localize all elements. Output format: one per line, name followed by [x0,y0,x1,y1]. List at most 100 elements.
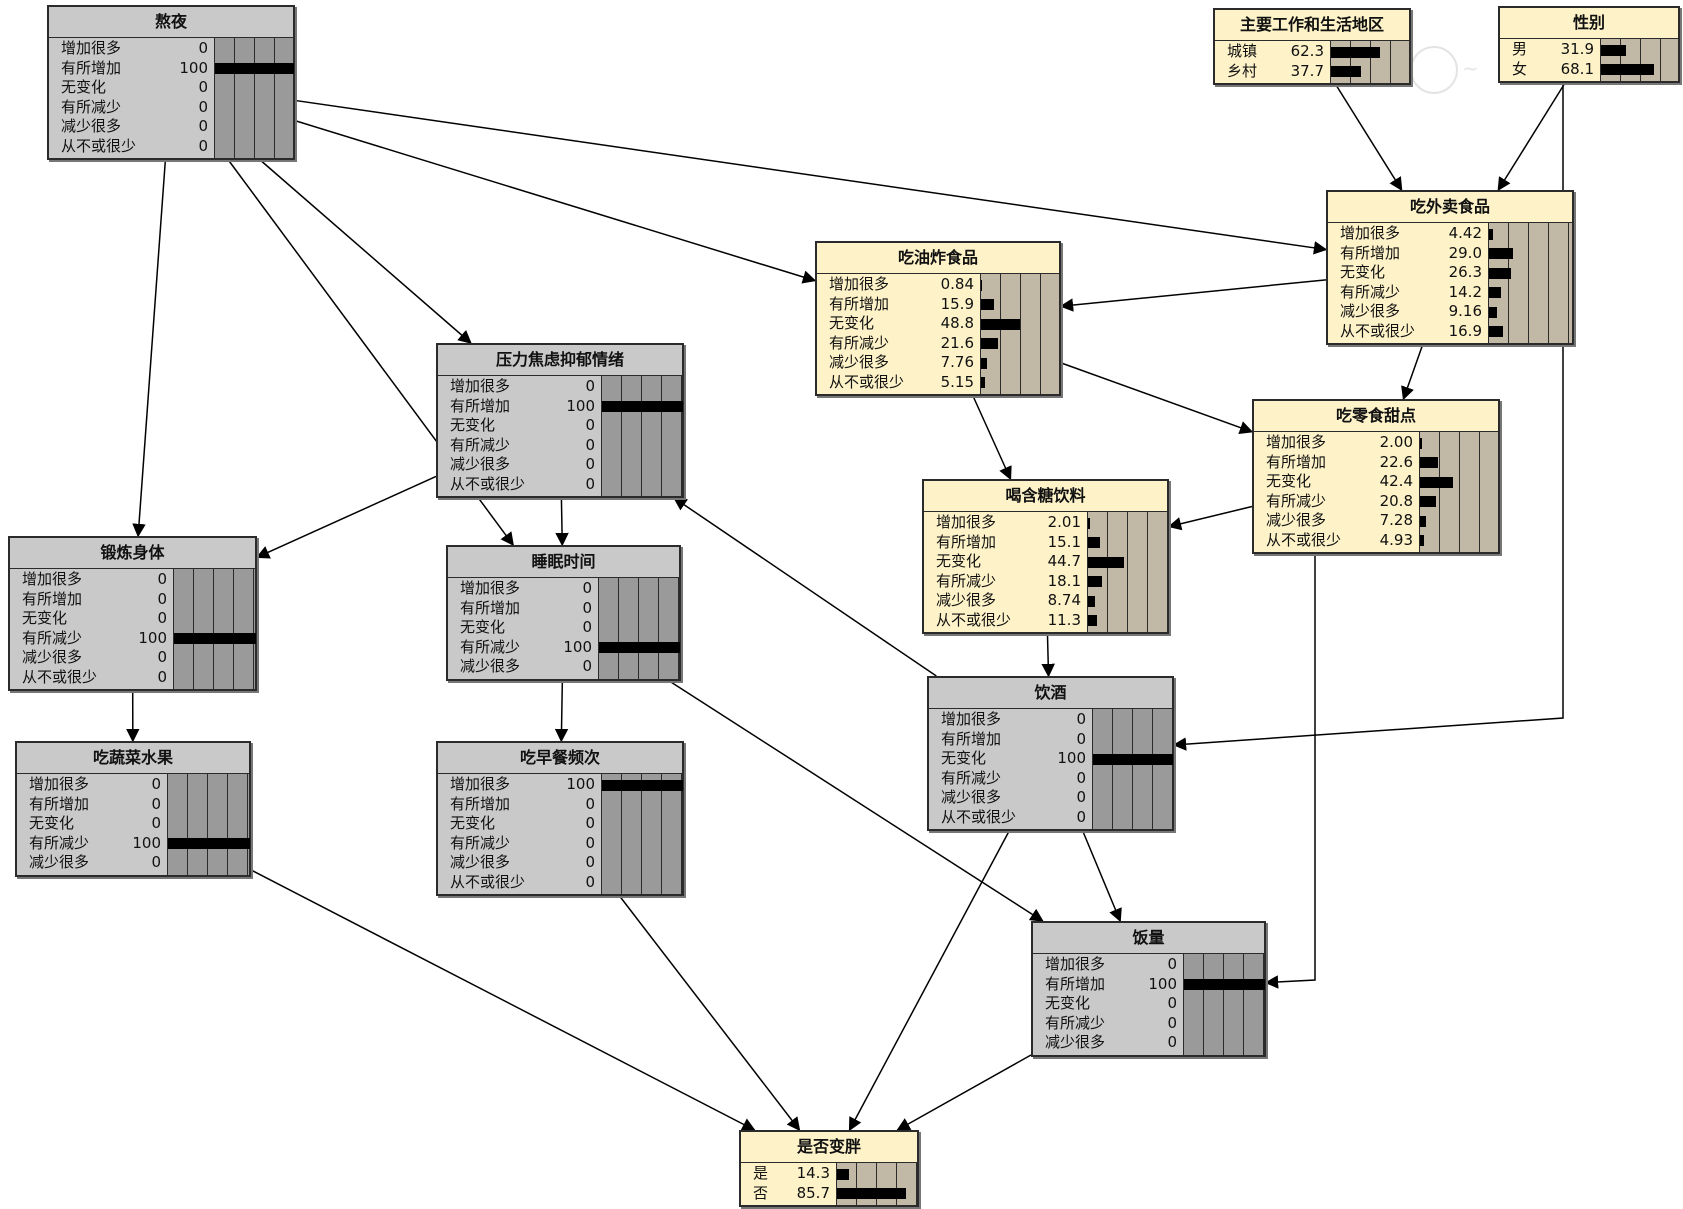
belief-bar [981,299,994,310]
state-label: 有所增加 [936,532,997,551]
edge-takeout-to-snack [1401,344,1424,401]
state-probability: 85.7 [796,1183,830,1202]
state-label: 减少很多 [1045,1033,1106,1051]
state-label: 女 [1512,59,1528,78]
edge-alcohol-to-obese [848,830,1010,1132]
belief-bar [981,338,999,349]
state-probability: 0 [585,435,595,454]
belief-bar [599,642,680,653]
belief-bar [1088,595,1095,607]
belief-bar [981,318,1020,330]
state-probability: 15.1 [1047,532,1081,551]
state-label: 无变化 [1340,263,1386,281]
state-label: 有所减少 [941,768,1002,787]
state-label: 有所减少 [22,628,83,647]
state-label: 有所减少 [460,637,521,656]
state-probability: 0 [585,814,595,832]
belief-bar [602,401,683,412]
state-label: 从不或很少 [1266,530,1342,549]
state-label: 有所增加 [1340,243,1401,262]
edge-gender-to-takeout [1497,82,1566,192]
state-probability: 18.1 [1047,571,1081,590]
edge-staying-up-to-stress [259,159,472,344]
belief-bar [1489,267,1512,279]
belief-bar [1489,228,1493,240]
state-label: 增加很多 [829,275,890,293]
state-probability: 14.3 [796,1164,830,1182]
state-probability: 0.84 [940,275,974,293]
state-label: 增加很多 [941,710,1002,728]
state-label: 减少很多 [450,853,511,871]
state-probability: 0 [582,657,592,675]
state-label: 无变化 [22,609,68,627]
state-row: 无变化 0 [1045,994,1179,1014]
edge-takeout-to-fried [1059,279,1327,312]
node-title: 是否变胖 [741,1132,917,1163]
state-label: 有所增加 [460,598,521,617]
belief-bar-area [598,578,680,679]
edge-alcohol-to-food-amount [1082,830,1122,923]
state-probability: 2.01 [1047,513,1081,531]
state-probability: 100 [132,833,161,852]
belief-bar-area [980,274,1059,394]
belief-bar [1331,66,1361,77]
state-label: 无变化 [450,416,496,434]
state-probability: 0 [585,474,595,493]
belief-bar [1088,537,1101,548]
node-title: 吃蔬菜水果 [17,743,249,774]
state-probability: 0 [1076,768,1086,787]
state-label: 减少很多 [22,648,83,666]
belief-bar [1331,46,1381,58]
belief-bar-area [601,774,683,894]
state-probability: 0 [582,618,592,636]
state-probability: 0 [585,455,595,473]
state-probability: 0 [151,775,161,793]
state-label: 从不或很少 [941,807,1017,826]
state-label: 无变化 [941,749,987,767]
state-label: 无变化 [1266,472,1312,490]
state-label: 有所减少 [1045,1013,1106,1032]
state-probability: 0 [585,872,595,891]
edge-sleep-to-breakfast [554,680,569,743]
state-label: 无变化 [1045,994,1091,1012]
state-probability: 0 [198,39,208,57]
belief-bar [1088,576,1103,587]
state-label: 乡村 [1227,61,1258,80]
belief-bar [1088,556,1124,568]
state-label: 有所增加 [1045,974,1106,993]
state-label: 有所增加 [450,396,511,415]
state-probability: 5.15 [940,372,974,391]
state-probability: 0 [585,377,595,395]
state-label: 有所增加 [61,58,122,77]
belief-bar-area [601,376,683,496]
state-label: 有所增加 [450,794,511,813]
state-probability: 0 [1167,994,1177,1012]
state-label: 从不或很少 [829,372,905,391]
